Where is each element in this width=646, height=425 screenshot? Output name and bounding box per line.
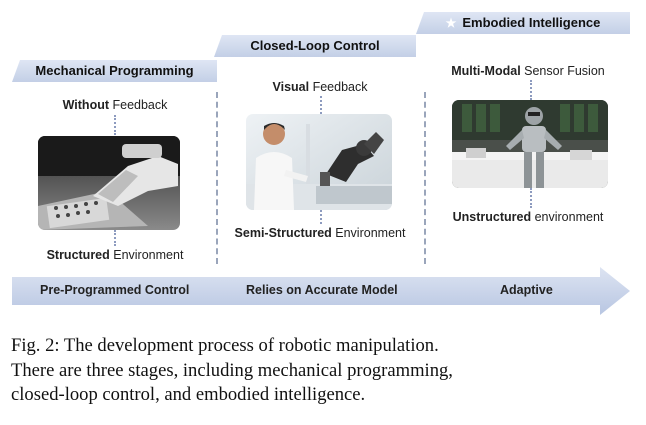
stage-divider-1: [216, 92, 218, 264]
progress-arrow: [12, 267, 630, 315]
stage-3-environment: Unstructured environment: [452, 210, 604, 224]
stage-1-connector-top: [114, 115, 116, 135]
stage-2-connector-top: [320, 96, 322, 114]
stage-3-humanoid-photo: [452, 100, 608, 188]
stage-1-robot-photo: [38, 136, 180, 230]
figure-caption: Fig. 2: The development process of robot…: [11, 334, 639, 408]
stage-2-arrow-label: Relies on Accurate Model: [246, 283, 398, 297]
star-icon: ★: [445, 16, 457, 30]
stage-2-environment: Semi-Structured Environment: [234, 226, 406, 240]
stage-2-robot-photo: [246, 114, 392, 210]
caption-line-2: There are three stages, including mechan…: [11, 359, 453, 381]
stage-1-connector-bottom: [114, 230, 116, 246]
caption-line-3: closed-loop control, and embodied intell…: [11, 384, 366, 405]
stage-1-arrow-label: Pre-Programmed Control: [40, 283, 190, 297]
stage-1-feedback: Without Feedback: [62, 98, 168, 112]
stage-3-title-text: Embodied Intelligence: [462, 15, 601, 30]
stage-2-title: Closed-Loop Control: [214, 35, 416, 57]
stage-1-environment: Structured Environment: [46, 248, 184, 262]
stage-3-connector-top: [530, 80, 532, 100]
stage-divider-2: [424, 92, 426, 264]
stage-3-title: ★ Embodied Intelligence: [416, 12, 630, 34]
stage-2-feedback: Visual Feedback: [272, 80, 368, 94]
stage-3-connector-bottom: [530, 188, 532, 208]
caption-line-1: Fig. 2: The development process of robot…: [11, 335, 439, 356]
stage-3-arrow-label: Adaptive: [500, 283, 553, 297]
stage-3-feedback: Multi-Modal Sensor Fusion: [451, 64, 605, 78]
stage-1-title: Mechanical Programming: [12, 60, 217, 82]
stage-2-connector-bottom: [320, 210, 322, 224]
